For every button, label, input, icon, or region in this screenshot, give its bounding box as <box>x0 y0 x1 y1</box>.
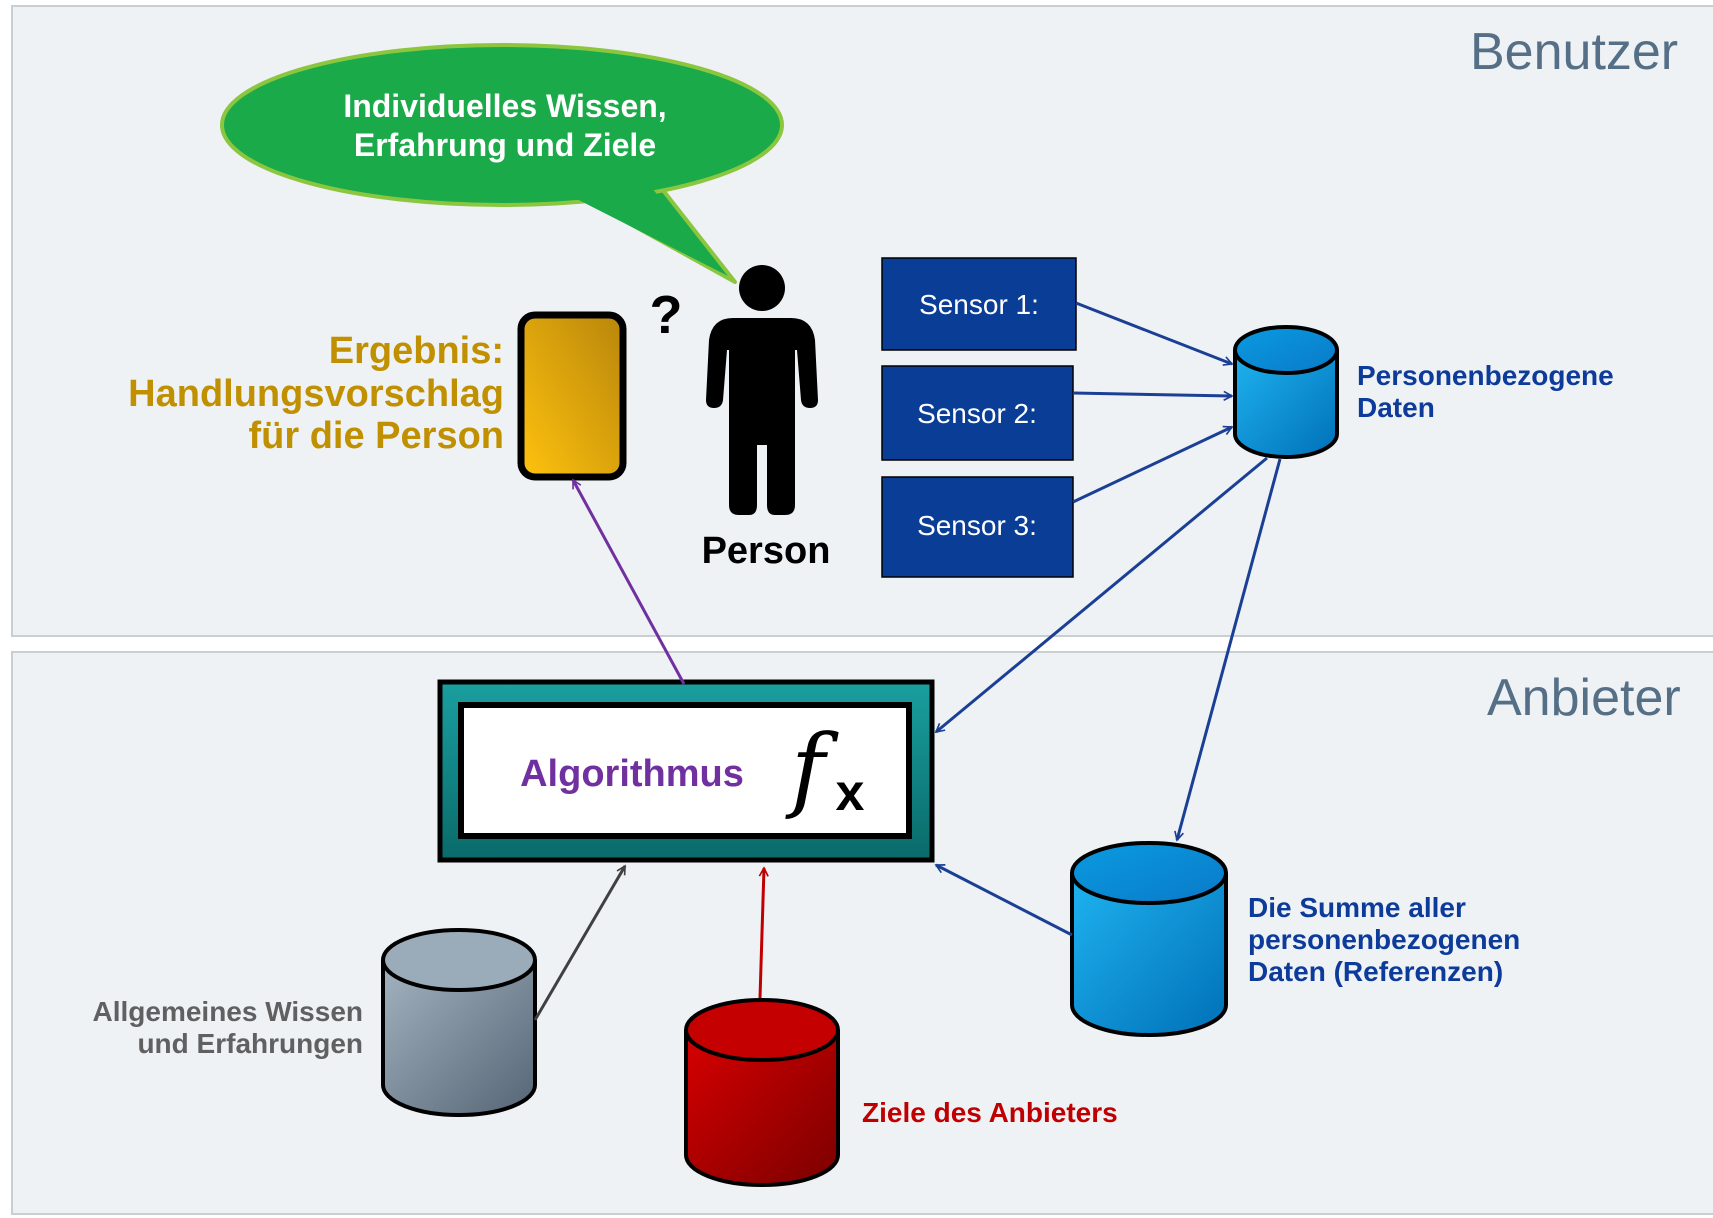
provider-goals-label: Ziele des Anbieters <box>862 1097 1118 1128</box>
result-line-1: Ergebnis: <box>328 330 504 372</box>
arrow-knowledge-to-algorithm <box>533 866 627 1021</box>
person-icon <box>706 265 818 515</box>
arrow-sensor2-to-data <box>1072 393 1232 396</box>
algorithm-box: Algorithmus f x <box>437 679 935 863</box>
reference-data-line-2: personenbezogenen <box>1248 924 1521 956</box>
personal-data-cylinder <box>1233 325 1339 459</box>
arrow-sensor3-to-data <box>1072 425 1232 504</box>
arrow-sensor1-to-data <box>1075 301 1232 364</box>
sensor-3-label: Sensor 3: <box>917 510 1037 541</box>
arrow-algorithm-to-result <box>571 480 686 685</box>
sensor-2-label: Sensor 2: <box>917 398 1037 429</box>
zone-title-anbieter: Anbieter <box>1487 669 1681 727</box>
arrow-data-to-references <box>1177 458 1282 840</box>
sensor-1-box: Sensor 1: <box>881 257 1077 351</box>
general-knowledge-label: Allgemeines Wissen und Erfahrungen <box>30 996 363 1060</box>
arrow-references-to-algorithm <box>936 863 1073 937</box>
sensor-1-label: Sensor 1: <box>919 289 1039 320</box>
question-mark: ? <box>650 285 683 345</box>
provider-goals-cylinder <box>684 998 840 1187</box>
person-label: Person <box>701 530 831 572</box>
zone-title-benutzer: Benutzer <box>1470 23 1679 81</box>
algorithm-label: Algorithmus <box>520 753 744 795</box>
sensor-2-box: Sensor 2: <box>881 365 1074 461</box>
personal-data-line-1: Personenbezogene <box>1357 360 1614 391</box>
reference-data-line-1: Die Summe aller <box>1248 892 1466 923</box>
general-knowledge-line-1: Allgemeines Wissen <box>92 996 363 1027</box>
phone-icon <box>517 311 627 481</box>
bubble-line-1: Individuelles Wissen, <box>343 88 667 124</box>
personal-data-label: Personenbezogene Daten <box>1357 360 1614 424</box>
result-line-3: für die Person <box>248 415 505 458</box>
reference-data-line-3: Daten (Referenzen) <box>1248 956 1504 988</box>
result-label: Ergebnis: Handlungsvorschlag für die Per… <box>60 330 504 458</box>
general-knowledge-line-2: und Erfahrungen <box>137 1028 363 1060</box>
general-knowledge-cylinder <box>381 928 537 1117</box>
reference-data-label: Die Summe aller personenbezogenen Daten … <box>1248 892 1520 989</box>
speech-bubble <box>220 43 784 284</box>
sensor-3-box: Sensor 3: <box>881 476 1074 578</box>
reference-data-cylinder <box>1070 841 1228 1037</box>
function-icon-x: x <box>836 764 865 822</box>
result-line-2: Handlungsvorschlag <box>128 372 504 415</box>
bubble-line-2: Erfahrung und Ziele <box>353 126 657 163</box>
arrow-data-to-algorithm <box>936 456 1268 734</box>
personal-data-line-2: Daten <box>1357 392 1435 424</box>
bubble-text: Individuelles Wissen, Erfahrung und Ziel… <box>280 88 730 164</box>
arrow-goals-to-algorithm <box>758 868 764 999</box>
